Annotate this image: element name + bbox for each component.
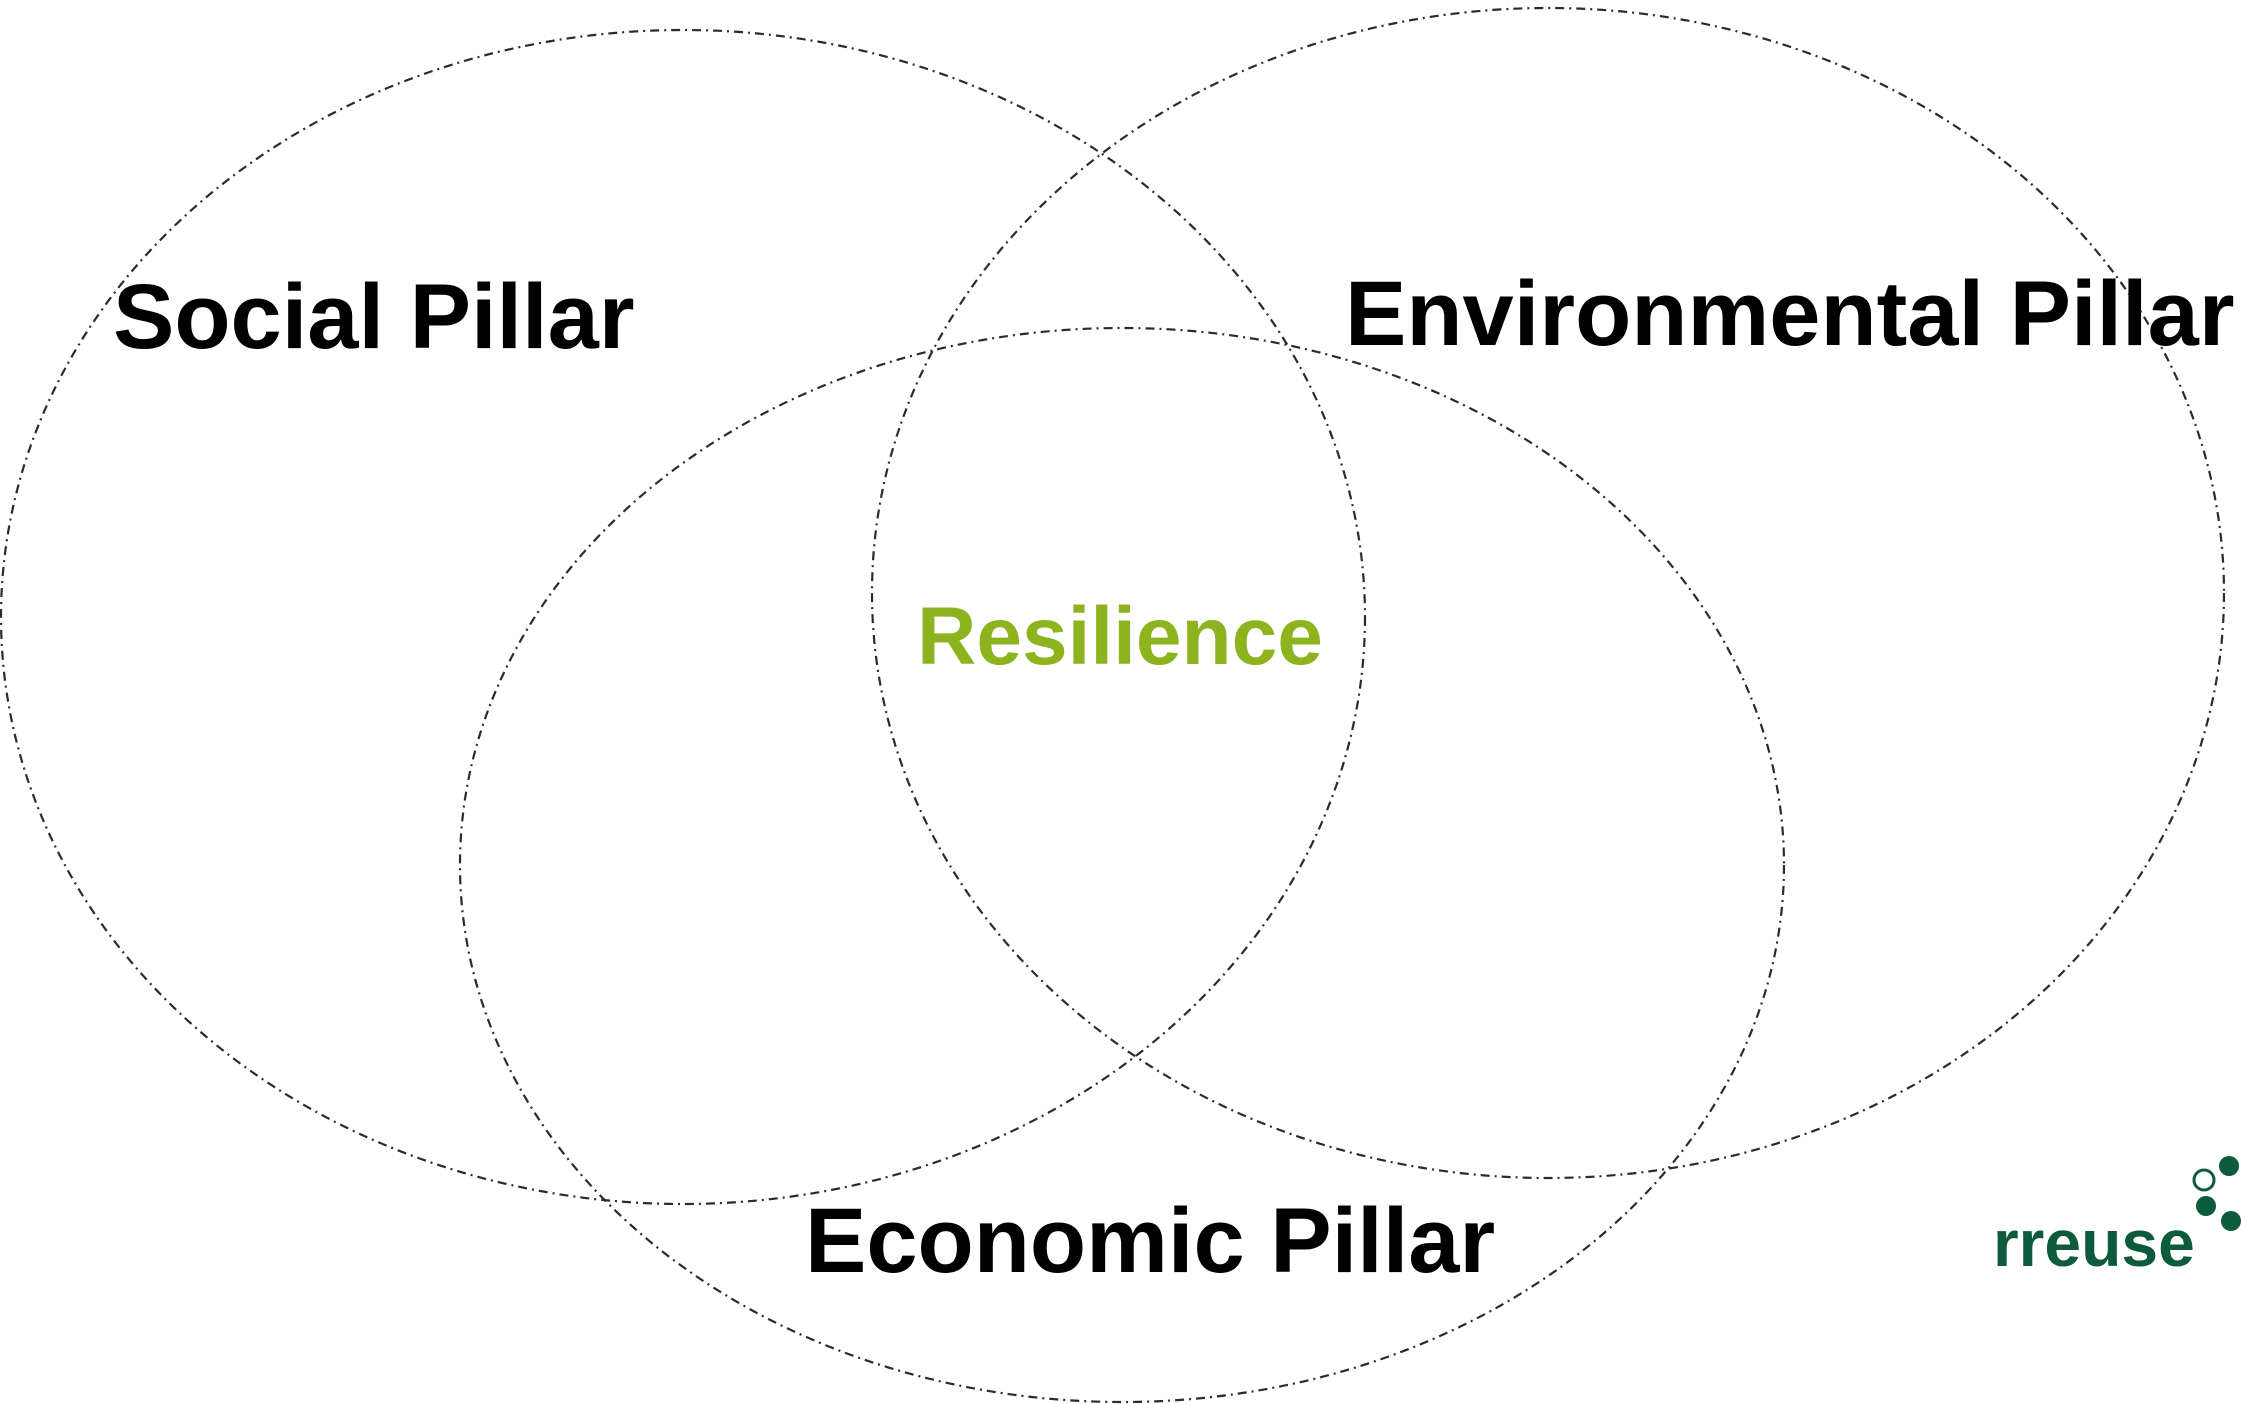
resilience-label: Resilience [917,591,1323,682]
environmental-pillar-label: Environmental Pillar [1345,263,2235,365]
economic-pillar-label: Economic Pillar [805,1190,1495,1292]
social-pillar-label: Social Pillar [113,266,635,368]
economic-pillar-ellipse [458,326,1786,1404]
social-pillar-ellipse [0,29,1366,1205]
environmental-pillar-ellipse [870,6,2226,1180]
logo-wordmark: rreuse [1993,1206,2195,1280]
rreuse-logo: rreuse [1993,1156,2241,1280]
logo-dots-icon [2192,1156,2241,1231]
